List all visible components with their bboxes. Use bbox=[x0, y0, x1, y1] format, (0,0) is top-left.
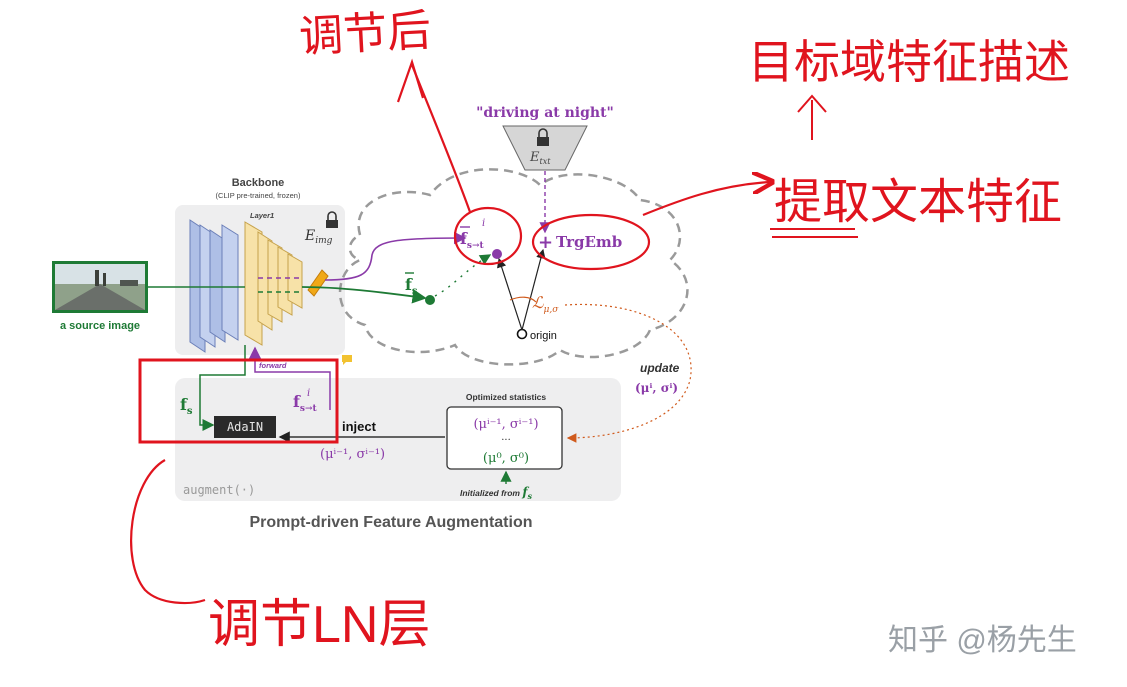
red-circle-trgemb bbox=[531, 213, 651, 271]
origin-point bbox=[516, 328, 528, 340]
source-image bbox=[52, 261, 148, 313]
fs-point bbox=[425, 295, 435, 305]
source-image-label: a source image bbox=[60, 320, 140, 332]
origin-label: origin bbox=[530, 330, 557, 342]
fst-point bbox=[492, 249, 502, 259]
annotation-target-domain-desc: 目标域特征描述 bbox=[748, 36, 1070, 88]
trgemb-label: TrgEmb bbox=[556, 233, 622, 251]
loss-angle-arc bbox=[509, 296, 537, 303]
annotation-extract-text-feature: 提取文本特征 bbox=[774, 176, 1062, 229]
fst-sup: i bbox=[307, 388, 310, 399]
update-label: update bbox=[640, 361, 680, 375]
update-dotted-arrow bbox=[564, 303, 692, 443]
text-encoder-trapezoid bbox=[502, 125, 588, 171]
opt-stats-bottom: (μ⁰, σ⁰) bbox=[483, 451, 529, 466]
opt-stats-top: (μⁱ⁻¹, σⁱ⁻¹) bbox=[473, 417, 538, 432]
trgemb-plus: + bbox=[538, 232, 553, 253]
adain-block bbox=[214, 416, 276, 438]
annotation-after-adjust: 调节后 bbox=[298, 6, 432, 62]
red-circle-fst bbox=[453, 206, 523, 266]
backbone-label: Backbone bbox=[232, 177, 285, 189]
annotation-adjust-ln-layer: 调节LN层 bbox=[208, 596, 430, 654]
loss-label: ℒμ,σ bbox=[532, 293, 559, 315]
layer1-label: Layer1 bbox=[250, 211, 274, 220]
text-encoder-lock-icon bbox=[537, 128, 549, 146]
backbone-blocks bbox=[189, 219, 239, 353]
initialized-from: Initialized from fs bbox=[460, 485, 533, 501]
fst-bar-sup: i bbox=[482, 218, 485, 229]
backbone-to-fs-arrow bbox=[301, 286, 427, 304]
origin-to-fst-arrow bbox=[497, 257, 523, 331]
red-arrowhead-after-adjust bbox=[396, 58, 425, 103]
layer1-blocks bbox=[244, 221, 303, 346]
projection-block bbox=[307, 269, 329, 297]
red-curve-adjust-ln bbox=[130, 459, 206, 605]
adain-label: AdaIN bbox=[227, 420, 263, 434]
diagram-title: Prompt-driven Feature Augmentation bbox=[250, 514, 533, 531]
backbone-sub: (CLIP pre-trained, frozen) bbox=[216, 191, 301, 200]
augment-label: augment(·) bbox=[183, 483, 255, 497]
embedding-space-cloud bbox=[338, 168, 689, 366]
opt-stats-dots: ··· bbox=[501, 435, 511, 446]
fs-to-fst-path bbox=[434, 254, 492, 297]
origin-to-trgemb-arrow bbox=[521, 248, 546, 331]
comment-bubble-icon bbox=[342, 355, 352, 365]
fst-bar-label: fs→t bbox=[460, 229, 484, 251]
fs-label: fs bbox=[180, 395, 193, 417]
eimg-label: Eimg bbox=[304, 228, 333, 246]
red-box-adain bbox=[138, 358, 339, 444]
inject-stats: (μⁱ⁻¹, σⁱ⁻¹) bbox=[320, 447, 385, 462]
red-up-arrowhead bbox=[797, 94, 827, 113]
forward-label: forward bbox=[259, 361, 287, 370]
lock-icon bbox=[326, 211, 338, 228]
fs-bar-label: fs bbox=[405, 275, 418, 297]
fs-down-arrow bbox=[199, 345, 246, 431]
fst-label: fs→t bbox=[293, 392, 317, 414]
update-stats: (μⁱ, σⁱ) bbox=[635, 381, 678, 395]
prompt-text: "driving at night" bbox=[476, 105, 614, 121]
opt-stats-title: Optimized statistics bbox=[466, 392, 547, 402]
opt-stats-box bbox=[446, 406, 563, 470]
etxt-label: Etxt bbox=[529, 150, 551, 166]
red-arrow-extract bbox=[642, 182, 770, 217]
inject-label: inject bbox=[342, 419, 377, 434]
watermark: 知乎 @杨先生 bbox=[888, 624, 1077, 657]
backbone-to-fst-arrow bbox=[324, 231, 467, 281]
